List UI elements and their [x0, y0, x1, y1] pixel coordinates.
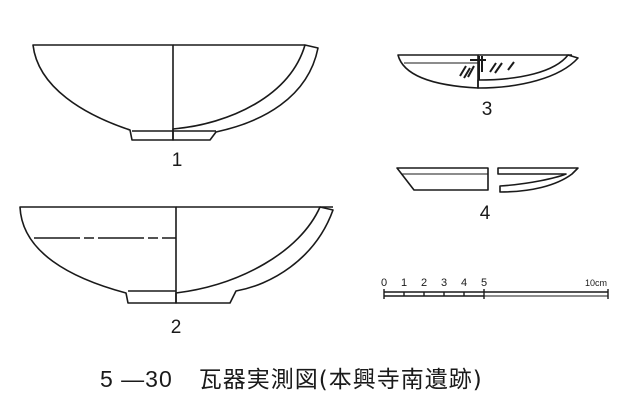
- scale-tick-3: 3: [441, 277, 447, 289]
- vessel-3-exterior: [397, 54, 479, 89]
- vessel-4-section: [497, 167, 579, 193]
- vessel-4-exterior: [396, 167, 489, 191]
- figure-caption: 5 —30 瓦器実測図(本興寺南遺跡): [100, 360, 620, 394]
- scale-tick-4: 4: [461, 277, 467, 289]
- vessel-3-section: [477, 54, 579, 89]
- scale-tick-5: 5: [481, 277, 487, 289]
- vessel-4-label: 4: [480, 203, 491, 224]
- vessel-1-label: 1: [172, 150, 183, 171]
- scale-bar: 0 1 2 3 4 5 10cm: [381, 277, 609, 299]
- vessel-2-section: [175, 206, 334, 304]
- scale-tick-2: 2: [421, 277, 427, 289]
- vessel-2-drawing: [19, 206, 334, 304]
- scale-tick-0: 0: [381, 277, 387, 289]
- vessel-3-label: 3: [482, 99, 493, 120]
- vessel-3-break-marks: [459, 56, 515, 80]
- vessel-3-drawing: [397, 54, 579, 89]
- vessel-2-label: 2: [171, 317, 182, 338]
- vessel-1-exterior: [32, 44, 174, 141]
- vessel-1-section: [172, 44, 319, 141]
- vessel-4-drawing: [396, 167, 579, 193]
- scale-end-label: 10cm: [585, 278, 607, 288]
- caption-text: 瓦器実測図(本興寺南遺跡): [198, 367, 483, 393]
- scale-tick-1: 1: [401, 277, 407, 289]
- vessel-1-drawing: [32, 44, 319, 141]
- figure-number: 5 —30: [100, 366, 173, 392]
- vessel-2-exterior: [19, 206, 177, 304]
